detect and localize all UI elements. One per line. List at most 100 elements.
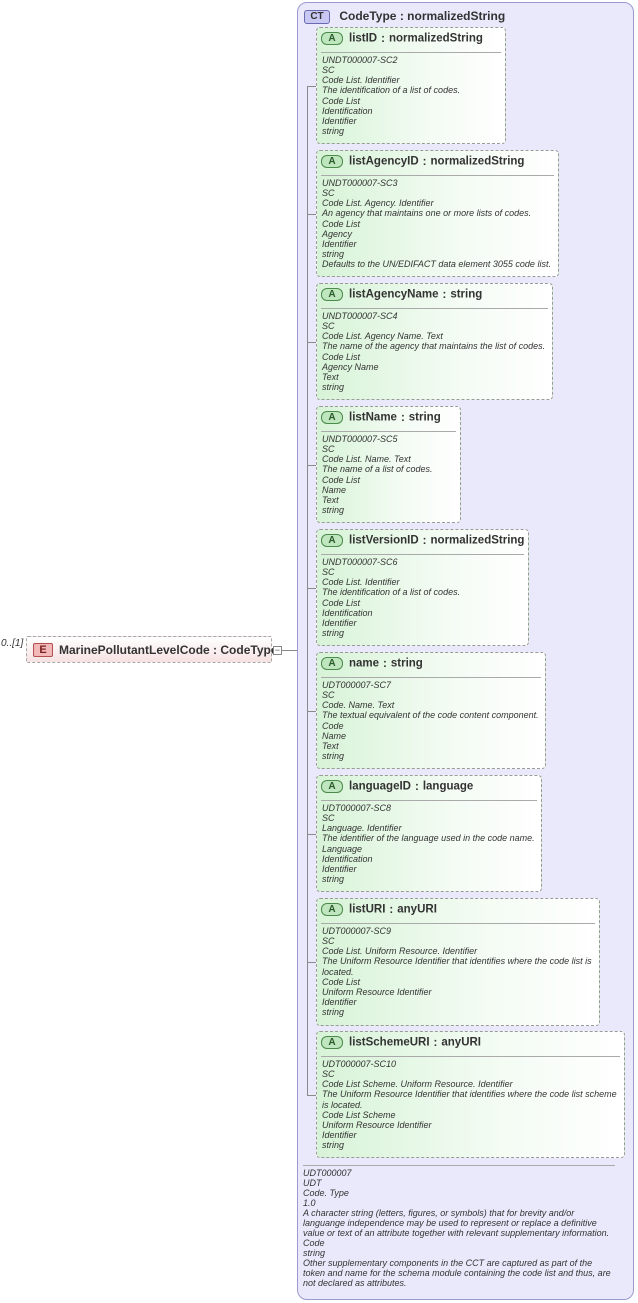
attribute-divider	[321, 923, 595, 924]
documentation-line: Code. Name. Text	[322, 700, 395, 711]
attribute-name: listAgencyID	[349, 155, 419, 168]
attribute-type: string	[408, 411, 441, 424]
documentation-line: UDT000007-SC8	[322, 803, 392, 813]
attribute-divider	[321, 800, 537, 801]
attribute-connector	[307, 588, 316, 589]
documentation-line: Code List	[322, 218, 361, 229]
documentation-line: 1.0	[303, 1198, 316, 1208]
attribute-name: listID	[349, 32, 378, 45]
documentation-line: UDT000007-SC9	[322, 926, 392, 936]
attribute-type: language	[422, 780, 474, 793]
documentation-line: The textual equivalent of the code conte…	[322, 710, 539, 721]
documentation-line: Identifier	[322, 863, 357, 874]
documentation-line: UDT	[303, 1178, 322, 1188]
attribute-badge: A	[321, 657, 343, 670]
documentation-line: Agency Name	[322, 361, 379, 372]
cardinality-label: 0..[1]	[1, 638, 24, 649]
documentation-line: Text	[322, 494, 339, 505]
documentation-line: string	[322, 874, 345, 885]
documentation-line: Code List	[322, 95, 361, 106]
complex-type-separator: :	[399, 9, 404, 23]
documentation-line: Defaults to the UN/EDIFACT data element …	[322, 259, 551, 270]
documentation-line: string	[322, 751, 345, 762]
documentation-line: SC	[322, 1069, 335, 1080]
attribute-badge: A	[321, 155, 343, 168]
attribute-connector	[307, 342, 316, 343]
documentation-line: Language	[322, 843, 363, 854]
documentation-line: UDT000007-SC7	[322, 680, 392, 690]
documentation-line: Code	[303, 1238, 325, 1248]
documentation-line: Code	[322, 720, 344, 731]
attribute-connector	[307, 834, 316, 835]
documentation-line: UNDT000007-SC6	[322, 557, 398, 567]
attribute-badge: A	[321, 411, 343, 424]
attribute-type-separator: :	[422, 534, 427, 547]
documentation-line: Language. Identifier	[322, 823, 402, 834]
documentation-line: UNDT000007-SC4	[322, 311, 398, 321]
attribute-name: name	[349, 657, 380, 670]
documentation-line: Code List	[322, 597, 361, 608]
documentation-line: SC	[322, 444, 335, 455]
documentation-line: UNDT000007-SC2	[322, 55, 398, 65]
attribute-type-separator: :	[442, 288, 447, 301]
documentation-line: Identification	[322, 105, 373, 116]
documentation-line: The identifier of the language used in t…	[322, 833, 535, 844]
attribute-connector	[307, 465, 316, 466]
documentation-line: Code. Type	[303, 1188, 349, 1198]
attribute-type-separator: :	[381, 32, 385, 45]
documentation-line: Code List. Agency. Identifier	[322, 198, 434, 209]
element-type: CodeType	[220, 643, 278, 657]
documentation-line: Agency	[322, 228, 353, 239]
attribute-type: string	[450, 288, 483, 301]
complex-type-name: CodeType	[339, 9, 397, 23]
element-type-separator: :	[213, 643, 218, 657]
attribute-badge: A	[321, 903, 343, 916]
documentation-line: A character string (letters, figures, or…	[303, 1208, 610, 1238]
documentation-line: An agency that maintains one or more lis…	[322, 208, 532, 219]
attribute-type-separator: :	[383, 657, 387, 670]
attribute-divider	[321, 431, 456, 432]
documentation-line: SC	[322, 936, 335, 947]
documentation-line: Identifier	[322, 617, 357, 628]
attribute-name: listAgencyName	[349, 288, 439, 301]
attribute-divider	[321, 52, 501, 53]
attribute-type-separator: :	[422, 155, 427, 168]
attribute-type: anyURI	[441, 1036, 481, 1049]
documentation-line: string	[322, 505, 345, 516]
attribute-type: normalizedString	[430, 155, 525, 168]
documentation-line: SC	[322, 65, 335, 76]
documentation-line: Code List	[322, 976, 361, 987]
documentation-line: Uniform Resource Identifier	[322, 986, 432, 997]
documentation-line: UNDT000007-SC3	[322, 178, 398, 188]
complex-type-badge: CT	[304, 9, 330, 24]
element-label: MarinePollutantLevelCode : CodeType	[59, 643, 278, 657]
attribute-type: normalizedString	[388, 32, 483, 45]
documentation-line: The name of a list of codes.	[322, 464, 433, 475]
attribute-name: languageID	[349, 780, 411, 793]
connector-line	[282, 650, 297, 651]
attribute-divider	[321, 677, 541, 678]
attribute-type: string	[390, 657, 423, 670]
documentation-line: string	[322, 1007, 345, 1018]
element-box[interactable]: E MarinePollutantLevelCode : CodeType	[26, 636, 278, 663]
collapse-toggle-icon[interactable]: −	[273, 645, 282, 655]
attribute-divider	[321, 1056, 620, 1057]
attribute-connector	[307, 86, 316, 87]
documentation-line: Identifier	[322, 238, 357, 249]
attribute-connector	[307, 1095, 316, 1096]
